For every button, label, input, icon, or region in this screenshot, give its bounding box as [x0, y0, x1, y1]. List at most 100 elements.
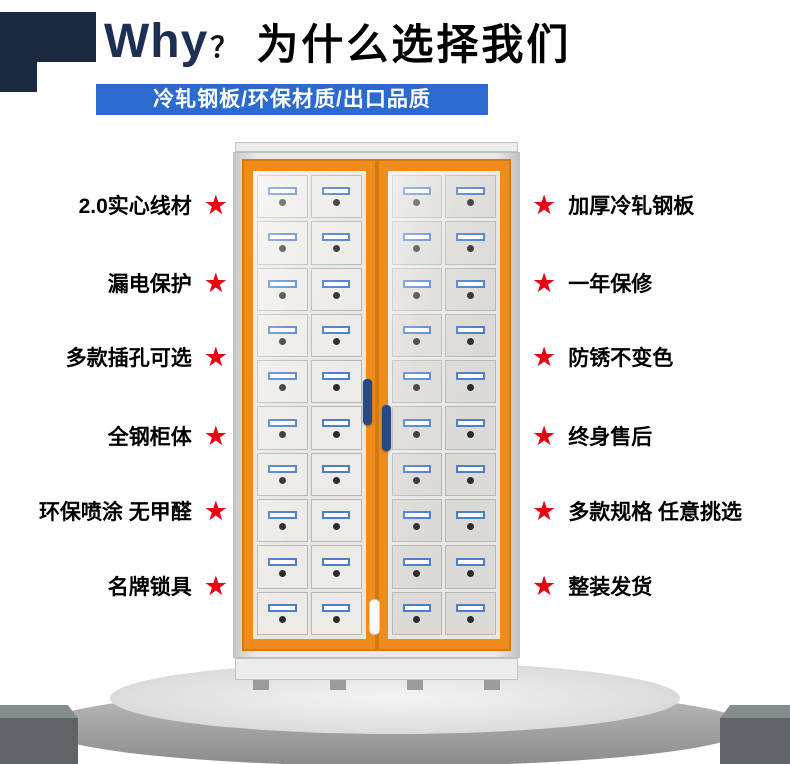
locker-label-holder — [456, 187, 485, 196]
cabinet-door-right — [376, 159, 511, 651]
locker-label-holder — [321, 511, 351, 520]
feature-left-3: 全钢柜体 ★ — [14, 421, 228, 451]
locker-cell — [257, 545, 308, 589]
keyhole-icon — [278, 199, 286, 207]
keyhole-icon — [413, 476, 421, 484]
feature-left-1: 漏电保护 ★ — [14, 268, 228, 298]
locker-label-holder — [268, 557, 297, 566]
question-mark: ？ — [210, 32, 239, 63]
locker-label-holder — [456, 418, 485, 427]
locker-cell — [445, 175, 496, 219]
keyhole-icon — [467, 569, 475, 577]
locker-cell — [391, 360, 443, 404]
locker-cell — [445, 545, 496, 589]
locker-cell — [391, 452, 443, 497]
feature-label: 环保喷涂 无甲醛 — [38, 501, 192, 524]
locker-cell — [445, 406, 496, 450]
locker-cell — [391, 591, 443, 635]
locker-label-holder — [321, 233, 351, 242]
locker-cell — [257, 499, 308, 543]
star-icon: ★ — [532, 267, 557, 298]
keyhole-icon — [332, 291, 340, 299]
keyhole-icon — [278, 291, 286, 299]
star-icon: ★ — [203, 189, 228, 220]
locker-label-holder — [456, 511, 485, 520]
keyhole-icon — [413, 199, 421, 207]
locker-grid-right — [391, 175, 496, 635]
locker-cell — [310, 360, 362, 404]
locker-label-holder — [268, 603, 297, 612]
keyhole-icon — [413, 569, 421, 577]
keyhole-icon — [332, 430, 340, 438]
keyhole-icon — [413, 615, 421, 623]
feature-right-5: ★ 整装发货 — [532, 571, 772, 601]
keyhole-icon — [467, 338, 475, 346]
keyhole-icon — [332, 199, 340, 207]
corner-deco-block-large — [0, 12, 96, 62]
locker-cell — [310, 406, 362, 450]
locker-label-holder — [402, 233, 431, 242]
locker-cell — [310, 175, 362, 219]
locker-label-holder — [268, 464, 297, 473]
keyhole-icon — [413, 384, 421, 392]
locker-label-holder — [456, 603, 485, 612]
locker-cell — [391, 221, 443, 265]
locker-cell — [310, 221, 362, 265]
keyhole-icon — [467, 430, 475, 438]
star-icon: ★ — [532, 495, 557, 526]
locker-cell — [391, 313, 443, 358]
locker-label-holder — [321, 557, 351, 566]
feature-left-4: 环保喷涂 无甲醛 ★ — [14, 496, 228, 526]
locker-cell — [257, 313, 308, 358]
feature-label: 名牌锁具 — [107, 576, 192, 599]
locker-cell — [391, 499, 443, 543]
feature-label: 终身售后 — [568, 426, 653, 449]
feature-label: 全钢柜体 — [107, 426, 192, 449]
locker-label-holder — [456, 464, 485, 473]
keyhole-icon — [413, 338, 421, 346]
corner-deco-block-small — [0, 56, 37, 92]
keyhole-icon — [467, 523, 475, 531]
keyhole-icon — [467, 615, 475, 623]
feature-label: 一年保修 — [568, 273, 653, 296]
locker-label-holder — [268, 418, 297, 427]
star-icon: ★ — [532, 570, 557, 601]
cabinet-feet — [233, 680, 520, 690]
keyhole-icon — [278, 384, 286, 392]
keyhole-icon — [467, 476, 475, 484]
locker-label-holder — [402, 464, 431, 473]
keyhole-icon — [332, 245, 340, 253]
keyhole-icon — [467, 199, 475, 207]
keyhole-icon — [413, 430, 421, 438]
locker-cell — [310, 267, 362, 311]
locker-label-holder — [268, 233, 297, 242]
star-icon: ★ — [203, 570, 228, 601]
feature-right-0: ★ 加厚冷轧钢板 — [532, 190, 772, 220]
keyhole-icon — [467, 245, 475, 253]
keyhole-icon — [332, 338, 340, 346]
why-text: Why — [104, 15, 209, 68]
keyhole-icon — [413, 523, 421, 531]
feature-left-2: 多款插孔可选 ★ — [14, 342, 228, 372]
locker-label-holder — [268, 511, 297, 520]
star-icon: ★ — [532, 420, 557, 451]
feature-label: 整装发货 — [568, 576, 653, 599]
locker-label-holder — [321, 464, 351, 473]
door-glass — [253, 171, 366, 639]
feature-label: 漏电保护 — [107, 273, 192, 296]
locker-cell — [391, 267, 443, 311]
locker-label-holder — [402, 279, 431, 288]
star-icon: ★ — [203, 495, 228, 526]
cabinet-foot — [407, 680, 423, 690]
locker-cell — [445, 267, 496, 311]
locker-cell — [445, 499, 496, 543]
cabinet-door-left — [242, 159, 377, 651]
locker-cell — [310, 591, 362, 635]
feature-right-2: ★ 防锈不变色 — [532, 342, 772, 372]
locker-label-holder — [321, 603, 351, 612]
keyhole-icon — [278, 615, 286, 623]
locker-cell — [445, 452, 496, 497]
locker-label-holder — [268, 326, 297, 335]
keyhole-icon — [278, 245, 286, 253]
locker-label-holder — [402, 326, 431, 335]
